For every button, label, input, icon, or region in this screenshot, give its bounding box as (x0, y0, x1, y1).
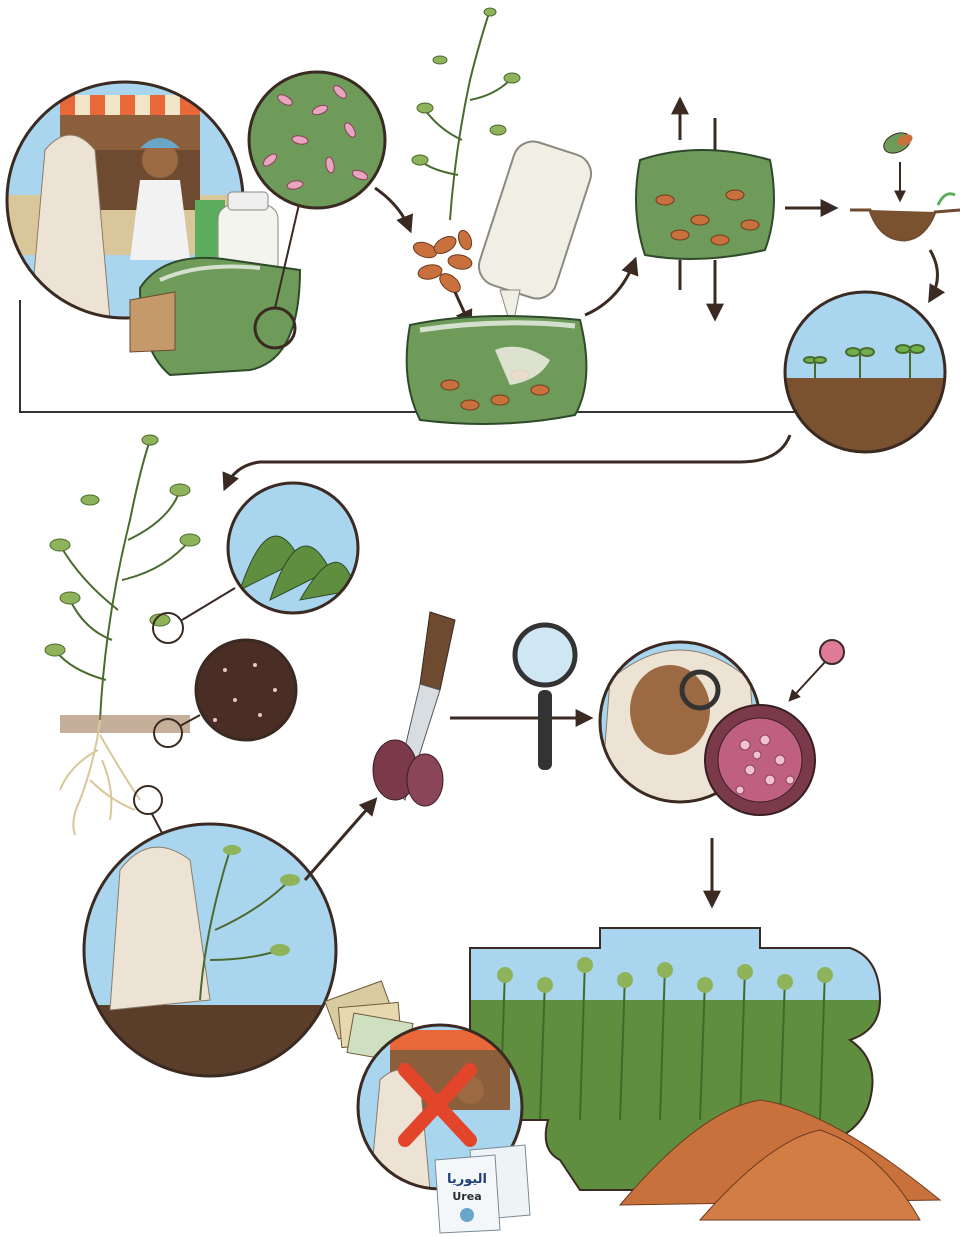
arrow-to-shaking (585, 260, 635, 315)
mature-chickpea-plant (45, 435, 235, 848)
urea-arabic-label: اليوريا (447, 1172, 487, 1187)
farmer-uprooting-plant (80, 820, 340, 1085)
chickpea-seeds-pile (411, 229, 474, 297)
pink-indicator-pin (790, 640, 844, 700)
woman-inspecting-nodule (595, 640, 815, 815)
urea-latin-label: Urea (452, 1190, 481, 1203)
sowing-hole (850, 129, 960, 240)
magnifying-glass-icon (515, 625, 575, 770)
seedlings-emerging (780, 290, 950, 468)
root-nodule-zoom (190, 635, 305, 750)
arrow-to-grown-plant (225, 435, 790, 488)
leaf-zoom (225, 480, 365, 620)
arrow-to-seedlings (930, 250, 938, 300)
water-bottle-pouring (474, 136, 596, 330)
arrow-to-seeds (375, 188, 410, 230)
shaking-bag (636, 100, 774, 318)
arrow-to-cutting (305, 800, 375, 880)
mixing-bag (407, 316, 587, 424)
knife-cutting-nodule (373, 612, 455, 806)
